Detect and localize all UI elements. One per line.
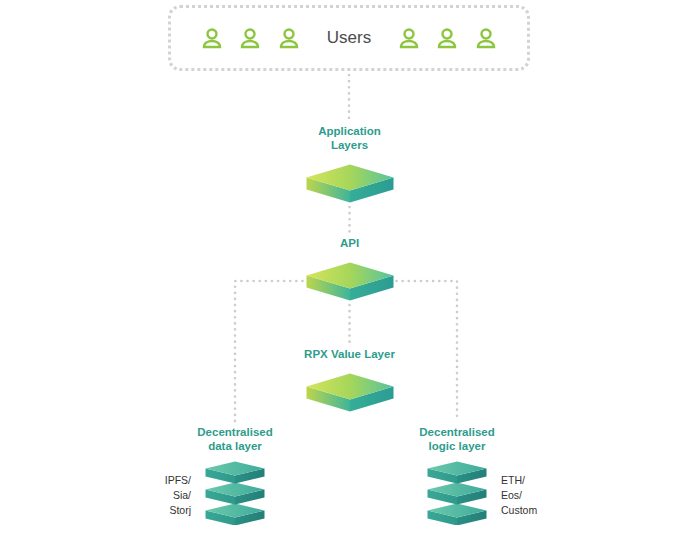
user-icon (242, 30, 258, 48)
slab-top-face (206, 504, 265, 518)
layer-label: Decentralised data layer (185, 425, 285, 453)
slab-top-face (306, 165, 393, 191)
layer-stack (205, 461, 265, 525)
stack-holder: IPFS/ Sia/ Storj (205, 461, 265, 525)
stack-holder: ETH/ Eos/ Custom (427, 461, 487, 525)
user-icon (281, 30, 297, 48)
layer-slab (306, 164, 394, 203)
layer-node: Decentralised logic layerETH/ Eos/ Custo… (407, 425, 507, 525)
layer-label: RPX Value Layer (304, 347, 395, 361)
slab-top-face (428, 504, 487, 518)
layer-slab (306, 373, 394, 412)
layer-label: Decentralised logic layer (407, 425, 507, 453)
layer-node: RPX Value Layer (304, 347, 395, 412)
dotted-connector (397, 281, 458, 421)
slab-top-face (206, 483, 265, 497)
dotted-connector (348, 305, 351, 343)
layer-node: API (306, 236, 394, 301)
user-icon (401, 30, 417, 48)
slab-top-face (206, 462, 265, 476)
users-box: Users (168, 5, 530, 71)
users-label: Users (327, 28, 371, 48)
platform-list: ETH/ Eos/ Custom (501, 473, 537, 518)
slab-top-face (306, 263, 393, 289)
slab-top-face (428, 483, 487, 497)
slab-top-face (428, 462, 487, 476)
layer-node: Application Layers (300, 124, 400, 203)
layer-label: API (306, 236, 394, 250)
dotted-connector (348, 75, 351, 120)
slab-top-face (306, 374, 393, 400)
user-icon (439, 30, 455, 48)
dotted-connector (235, 281, 303, 421)
layer-stack (427, 461, 487, 525)
layer-node: Decentralised data layerIPFS/ Sia/ Storj (185, 425, 285, 525)
user-icon (478, 30, 494, 48)
layer-slab (306, 262, 394, 301)
user-icon (204, 30, 220, 48)
platform-list: IPFS/ Sia/ Storj (165, 473, 191, 518)
layer-label: Application Layers (300, 124, 400, 152)
dotted-connector (348, 207, 351, 232)
